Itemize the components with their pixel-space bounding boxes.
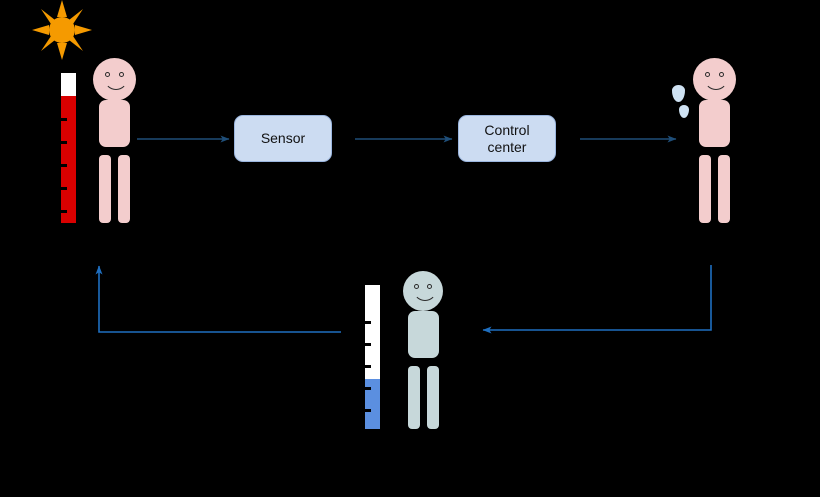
thermometer-cool (365, 285, 380, 429)
person-hot-smile (104, 78, 128, 90)
person-hot (88, 58, 138, 223)
thermometer-tick (61, 187, 67, 190)
thermometer-hot-empty (61, 73, 76, 96)
person-cool-smile (413, 289, 437, 301)
arrow-feedback-right (482, 265, 712, 334)
sensor-box-label: Sensor (260, 130, 306, 146)
thermometer-tick (365, 343, 371, 346)
thermometer-tick (365, 365, 371, 368)
sun-icon (31, 0, 93, 60)
thermometer-tick (365, 321, 371, 324)
person-cool (398, 271, 448, 429)
person-hot-eye-right (119, 72, 124, 77)
thermometer-tick (61, 141, 67, 144)
person-sweating-leg-right (718, 155, 730, 223)
control-center-box-label: Control center (484, 121, 530, 155)
person-cool-head (403, 271, 443, 311)
sensor-box[interactable]: Sensor (234, 115, 332, 162)
thermometer-cool-empty (365, 285, 380, 379)
thermometer-tick (61, 210, 67, 213)
person-cool-leg-left (408, 366, 420, 429)
person-sweating-torso (699, 100, 730, 147)
sweat-drop-large (672, 85, 685, 102)
control-center-box[interactable]: Control center (458, 115, 556, 162)
person-sweating (688, 58, 738, 223)
person-hot-head (93, 58, 136, 101)
person-cool-torso (408, 311, 439, 358)
thermometer-tick (365, 409, 371, 412)
thermometer-tick (365, 387, 371, 390)
thermometer-tick (61, 118, 67, 121)
person-sweating-leg-left (699, 155, 711, 223)
person-sweating-eye-left (705, 72, 710, 77)
thermometer-hot (61, 73, 76, 223)
person-sweating-smile (704, 78, 728, 90)
person-hot-leg-left (99, 155, 111, 223)
person-sweating-head (693, 58, 736, 101)
person-hot-torso (99, 100, 130, 147)
person-cool-leg-right (427, 366, 439, 429)
thermometer-cool-fill (365, 378, 380, 429)
person-hot-eye-left (105, 72, 110, 77)
person-hot-leg-right (118, 155, 130, 223)
thermometer-tick (61, 164, 67, 167)
person-sweating-eye-right (719, 72, 724, 77)
arrow-feedback-left (95, 265, 341, 333)
thermometer-hot-fill (61, 95, 76, 223)
